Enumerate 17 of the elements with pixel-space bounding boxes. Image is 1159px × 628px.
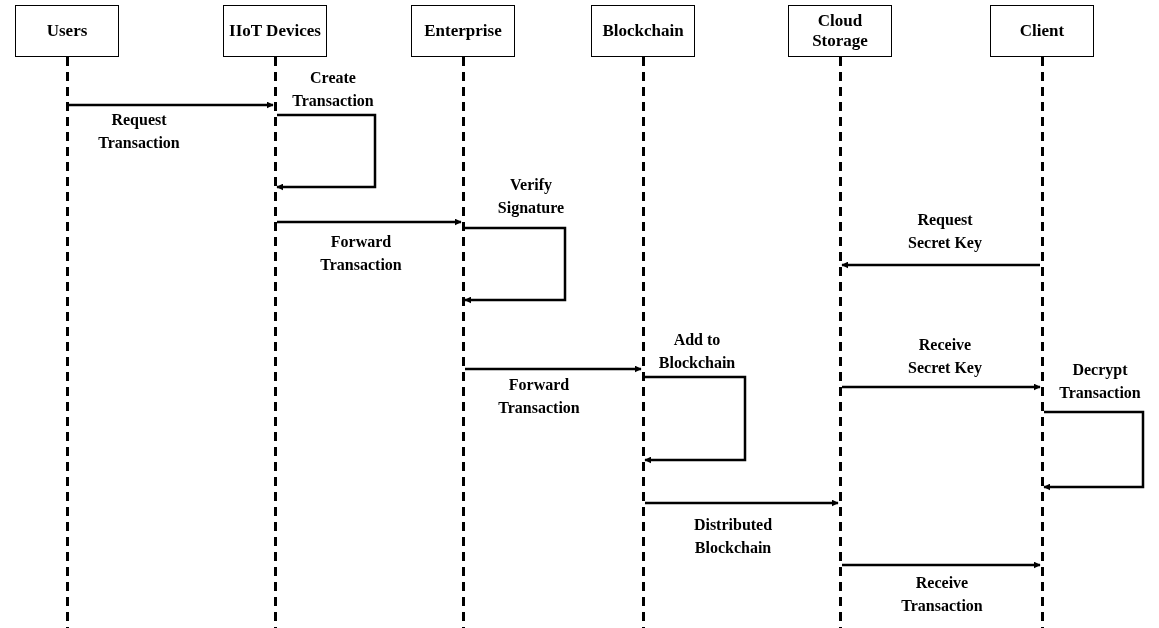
participant-box: Cloud Storage bbox=[788, 5, 892, 57]
participant-box: Enterprise bbox=[411, 5, 515, 57]
message-arrow bbox=[276, 113, 377, 191]
participant-box: Client bbox=[990, 5, 1094, 57]
message-arrow bbox=[645, 499, 839, 507]
participant-box: Blockchain bbox=[591, 5, 695, 57]
message-arrow bbox=[1043, 410, 1145, 491]
participant-box: IIoT Devices bbox=[223, 5, 327, 57]
message-arrow bbox=[842, 561, 1041, 569]
participant-box: Users bbox=[15, 5, 119, 57]
message-arrow bbox=[277, 218, 462, 226]
message-arrow bbox=[464, 226, 567, 304]
message-arrow bbox=[644, 375, 747, 464]
message-arrow bbox=[69, 101, 274, 109]
message-arrow bbox=[465, 365, 642, 373]
message-arrow bbox=[842, 383, 1041, 391]
message-arrow bbox=[841, 261, 1040, 269]
